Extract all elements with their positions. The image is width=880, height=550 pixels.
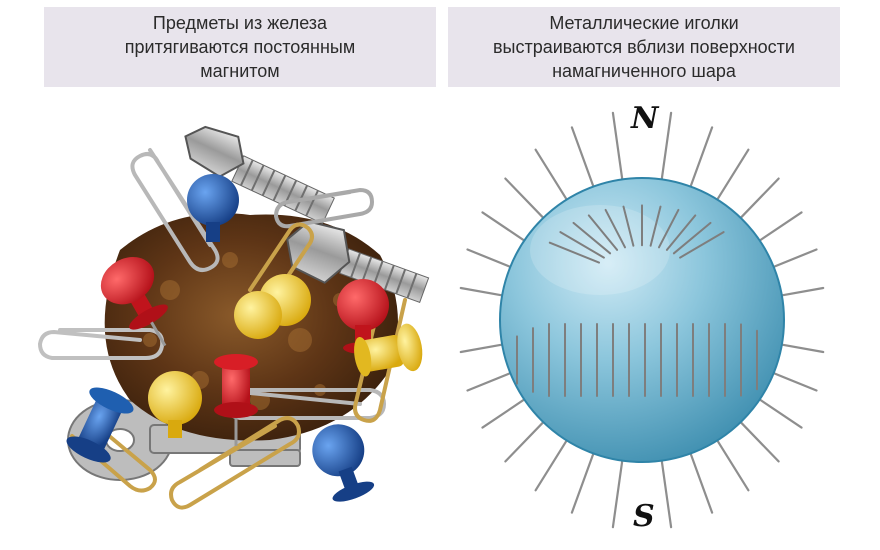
- needle: [753, 211, 803, 245]
- caption-right-text: Металлические иголки выстраиваются вблиз…: [492, 13, 795, 81]
- bolt-icon: [286, 220, 430, 304]
- needle: [572, 221, 612, 255]
- needle: [570, 126, 597, 194]
- needle: [687, 446, 714, 514]
- caption-left-text: Предметы из железа притягиваются постоян…: [124, 13, 356, 81]
- needle: [466, 369, 518, 392]
- needle: [687, 126, 714, 194]
- needle: [665, 214, 697, 251]
- needle: [672, 221, 712, 255]
- needle: [753, 395, 803, 429]
- north-pole-label: N: [631, 101, 659, 136]
- needle: [766, 369, 818, 392]
- push-pin-yellow: [234, 274, 311, 339]
- push-pin-red: [100, 257, 168, 347]
- paper-clip-icon: [248, 222, 314, 320]
- paper-clip-icon: [353, 290, 407, 423]
- push-pin-yellow: [354, 323, 423, 377]
- needle: [534, 434, 572, 492]
- needle: [611, 111, 625, 187]
- push-pin-blue: [312, 424, 375, 502]
- needle: [611, 453, 625, 529]
- caption-left: Предметы из железа притягиваются постоян…: [44, 7, 436, 87]
- magnet-objects-group: [37, 125, 430, 510]
- needle: [735, 416, 780, 463]
- needle: [587, 214, 619, 251]
- needle: [735, 177, 780, 224]
- paper-clip-icon: [70, 418, 157, 493]
- paper-clips-group: [37, 148, 407, 510]
- surface-needles: [516, 204, 758, 397]
- needle: [481, 211, 531, 245]
- needle: [504, 177, 549, 224]
- needle: [466, 248, 518, 271]
- paper-clip-icon: [130, 148, 220, 272]
- needle: [459, 286, 510, 298]
- needle: [659, 111, 673, 187]
- needle: [774, 286, 825, 298]
- needle: [604, 208, 626, 249]
- magnetized-sphere-group: [459, 111, 825, 529]
- push-pin-blue: [187, 174, 239, 242]
- paper-clip-icon: [273, 187, 375, 229]
- needle: [459, 342, 510, 354]
- needle: [659, 453, 673, 529]
- bolt-icon: [184, 125, 335, 225]
- push-pin-blue: [66, 387, 134, 463]
- needle: [548, 241, 600, 264]
- magnetized-sphere: [499, 177, 785, 463]
- needle: [712, 148, 750, 206]
- outer-needles: [459, 111, 825, 529]
- needle: [570, 446, 597, 514]
- needle: [679, 231, 725, 259]
- needle: [534, 148, 572, 206]
- needle: [481, 395, 531, 429]
- push-pin-yellow: [148, 371, 202, 438]
- needle: [774, 342, 825, 354]
- needle: [504, 416, 549, 463]
- needle: [766, 248, 818, 271]
- push-pin-red: [214, 354, 258, 446]
- south-pole-label: S: [633, 499, 655, 534]
- paper-clip-icon: [169, 416, 301, 510]
- needle: [649, 205, 662, 247]
- caption-right: Металлические иголки выстраиваются вблиз…: [448, 7, 840, 87]
- needle: [622, 205, 635, 247]
- needle: [658, 208, 680, 249]
- needle: [712, 434, 750, 492]
- needle: [559, 231, 605, 259]
